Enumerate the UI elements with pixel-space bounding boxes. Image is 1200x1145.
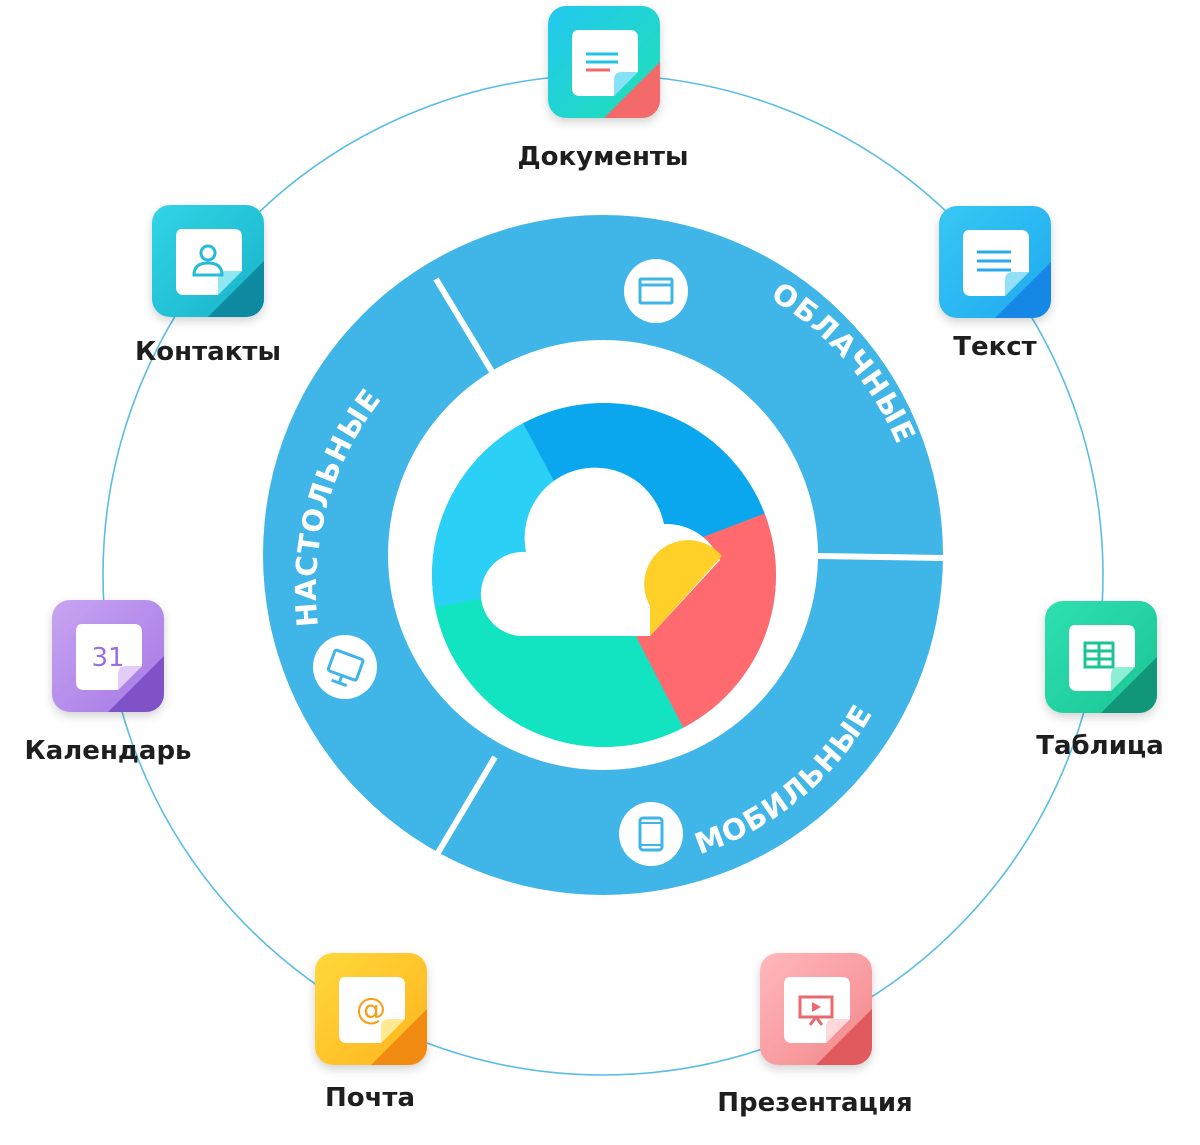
segment-ring: [263, 215, 943, 895]
table-grid-icon[interactable]: [1045, 601, 1157, 713]
presentation-screen-icon[interactable]: [760, 953, 872, 1065]
app-label-documents[interactable]: Документы: [517, 142, 689, 172]
app-label-table[interactable]: Таблица: [1036, 731, 1164, 761]
calendar-icon[interactable]: 31: [52, 600, 164, 712]
app-label-contacts[interactable]: Контакты: [135, 337, 281, 367]
app-label-presentation[interactable]: Презентация: [717, 1088, 913, 1118]
cloud-logo-icon: [432, 403, 776, 747]
app-label-text[interactable]: Текст: [953, 332, 1037, 362]
app-label-calendar[interactable]: Календарь: [24, 736, 192, 766]
person-icon[interactable]: [152, 205, 264, 317]
app-glyph: @: [356, 992, 386, 1027]
segment-divider: [433, 277, 497, 377]
browser-window-icon: [638, 277, 674, 305]
app-label-mail[interactable]: Почта: [324, 1083, 416, 1113]
segment-divider: [433, 755, 498, 858]
smartphone-icon: [638, 816, 664, 852]
at-sign-icon[interactable]: @: [315, 953, 427, 1065]
segment-divider: [817, 553, 944, 561]
document-icon[interactable]: [548, 6, 660, 118]
app-glyph: 31: [91, 643, 124, 673]
text-lines-icon[interactable]: [939, 206, 1051, 318]
desktop-monitor-icon: [326, 648, 365, 688]
